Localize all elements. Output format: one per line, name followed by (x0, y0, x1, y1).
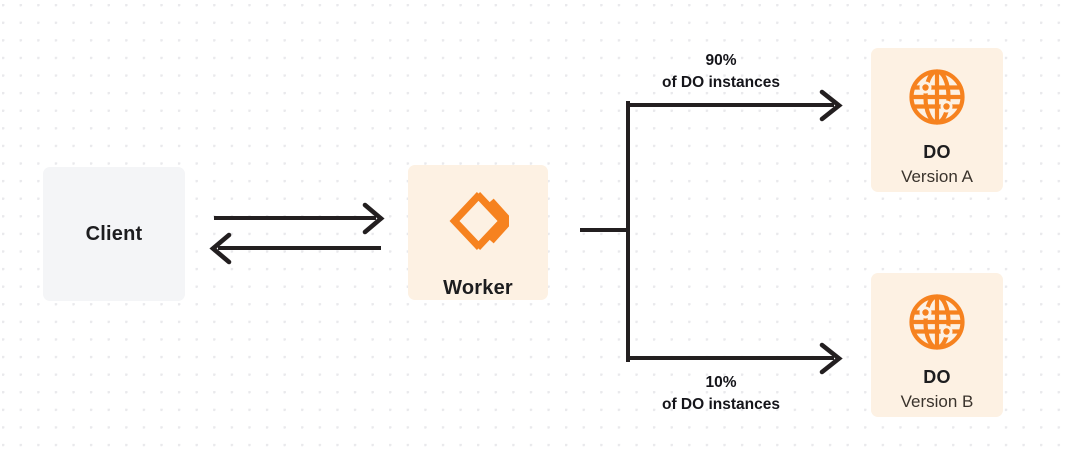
node-worker: Worker (408, 165, 548, 300)
cloudflare-workers-icon (447, 191, 509, 251)
node-do-version-b: DO Version B (871, 273, 1003, 417)
edge-label-do-b: 10% of DO instances (627, 372, 815, 416)
edge-label-do-b-percent: 10% (705, 374, 737, 391)
edge-worker-to-client (209, 232, 381, 265)
durable-object-globe-icon (908, 68, 966, 126)
edge-label-do-a: 90% of DO instances (627, 50, 815, 94)
edge-label-do-a-caption: of DO instances (662, 74, 780, 91)
edge-branch-to-do-a (626, 89, 843, 122)
edge-client-to-worker (214, 202, 385, 235)
node-worker-label: Worker (443, 277, 513, 299)
node-do-a-label: DO (923, 142, 951, 162)
edge-label-do-a-percent: 90% (705, 52, 737, 69)
node-do-version-a: DO Version A (871, 48, 1003, 192)
node-do-a-version: Version A (901, 167, 973, 186)
node-do-b-version: Version B (900, 392, 974, 411)
node-client: Client (43, 167, 185, 301)
node-do-b-label: DO (923, 367, 951, 387)
node-client-label: Client (85, 222, 143, 245)
edge-branch-to-do-b (626, 342, 843, 375)
edge-label-do-b-caption: of DO instances (662, 396, 780, 413)
durable-object-globe-icon (908, 293, 966, 351)
